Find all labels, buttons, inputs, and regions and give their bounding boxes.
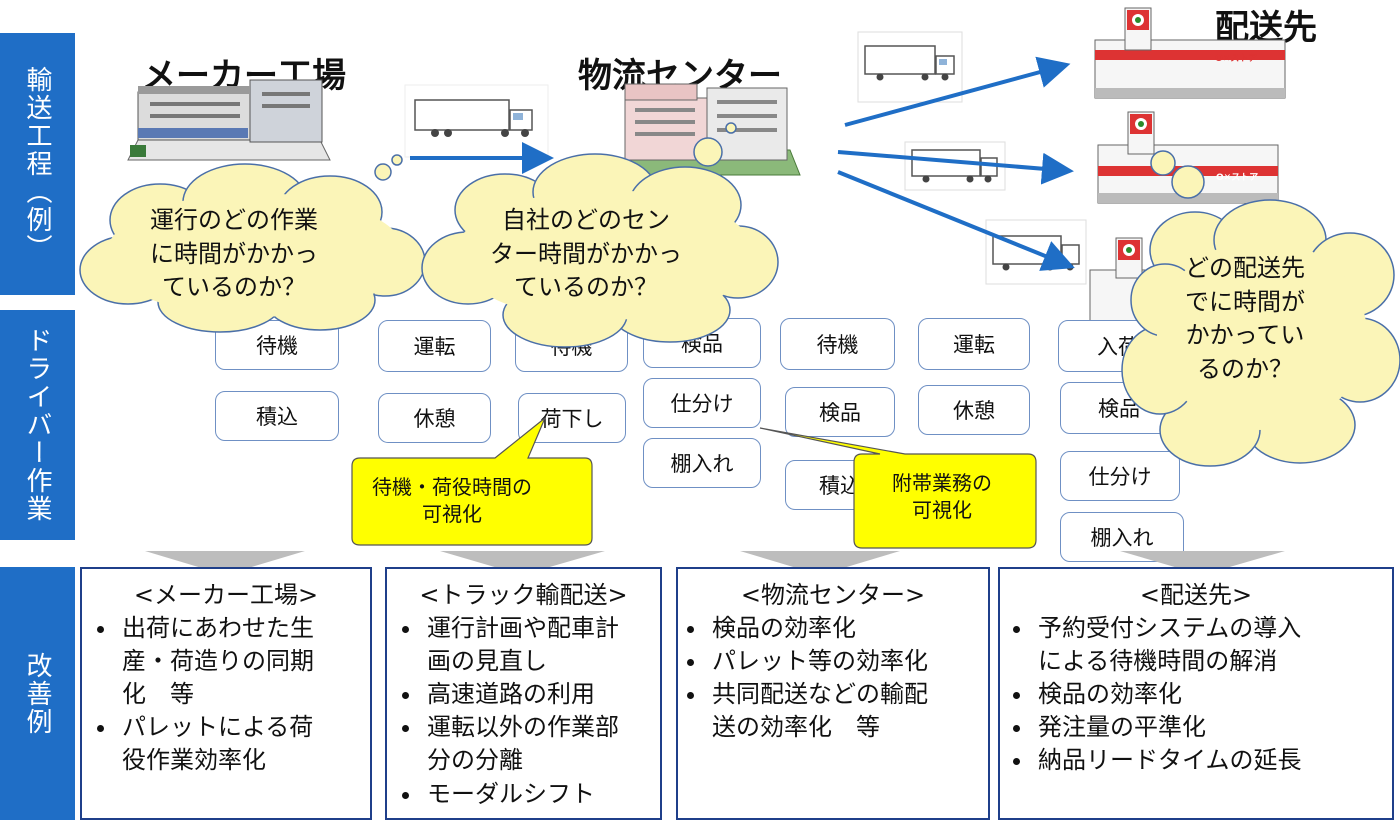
task-box: 積込 [215, 391, 339, 441]
list-item: モーダルシフト [423, 778, 660, 811]
task-box: 仕分け [1060, 451, 1180, 501]
panel-title: <配送先> [1139, 581, 1253, 609]
task-box: 仕分け [643, 378, 761, 428]
list-item: 納品リードタイムの延長 [1034, 744, 1392, 777]
callout-text-incidental: 附帯業務の可視化 [892, 471, 992, 522]
flow-arrow-3 [837, 150, 1074, 185]
cloud-text-maker: 運行のどの作業に時間がかかっているのか？ [150, 206, 318, 302]
down-arrows [145, 551, 1285, 575]
list-item: 高速道路の利用 [423, 678, 660, 711]
callout-incidental [759, 427, 1037, 549]
thought-cloud-dest [1121, 150, 1400, 467]
task-box: 運転 [918, 318, 1030, 370]
truck-icon-3 [904, 141, 1006, 191]
list-item: 検品の効率化 [708, 612, 988, 645]
callout-text-wait: 待機・荷役時間の可視化 [372, 475, 532, 526]
factory-icon [127, 79, 331, 161]
list-item: 発注量の平準化 [1034, 711, 1392, 744]
thought-cloud-maker [79, 154, 426, 333]
panel-title: <メーカー工場> [133, 581, 319, 609]
store-sign: O✕ストア [1215, 54, 1258, 64]
callout-wait [351, 417, 593, 546]
flow-arrow-2 [844, 56, 1071, 127]
thought-cloud-center [421, 122, 779, 348]
task-box: 棚入れ [643, 438, 761, 488]
truck-icon-2 [857, 31, 963, 103]
panel-center: <物流センター> 検品の効率化 パレット等の効率化 共同配送などの輸配送の効率化… [676, 567, 990, 820]
cloud-text-dest: どの配送先でに時間がかかっているのか？ [1185, 254, 1305, 383]
list-item: パレット等の効率化 [708, 645, 988, 678]
task-box: 待機 [780, 318, 895, 370]
task-box: 運転 [378, 320, 491, 372]
flow-arrow-4 [837, 170, 1075, 271]
cloud-text-center: 自社のどのセンター時間がかかっているのか？ [490, 206, 682, 302]
task-box: 休憩 [918, 385, 1030, 435]
panel-title: <トラック輸配送> [419, 581, 628, 609]
task-box: 荷下し [518, 393, 626, 443]
side-label-driver: ドライバー作業 [0, 310, 75, 540]
task-box: 休憩 [378, 393, 491, 443]
panel-title: <物流センター> [740, 581, 926, 609]
side-label-transport: 輸送工程（例） [0, 33, 75, 295]
store-sign: O✕ストア [1216, 173, 1259, 183]
task-box: 検品 [785, 387, 895, 437]
side-label-improve: 改善例 [0, 567, 75, 820]
store-icon-1 [1094, 7, 1286, 99]
list-item: 検品の効率化 [1034, 678, 1392, 711]
